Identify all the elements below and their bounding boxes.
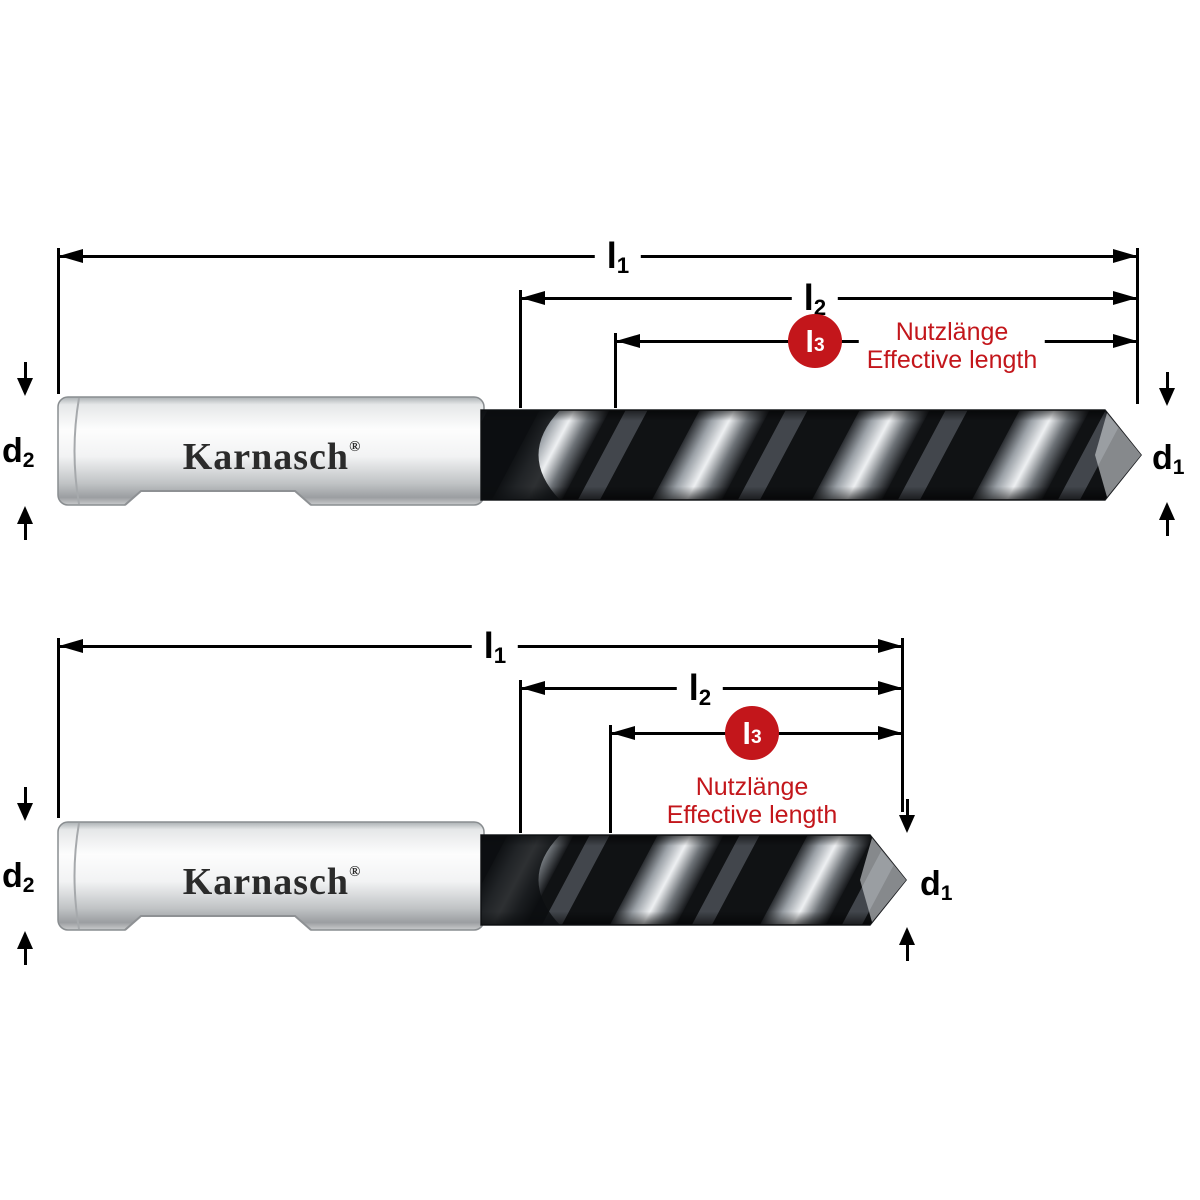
arrowhead-right <box>1113 291 1137 305</box>
registered-mark: ® <box>349 864 362 880</box>
arrowhead-left <box>59 249 83 263</box>
effective-length-caption: Nutzlänge Effective length <box>658 771 846 831</box>
label-l1: l1 <box>471 628 519 667</box>
d2-arrow-up <box>17 506 33 540</box>
arrowhead-right <box>878 726 902 740</box>
clamping-notch <box>125 491 311 506</box>
label-l2: l2 <box>791 280 839 319</box>
flute-shading <box>481 410 1141 500</box>
extension-line <box>57 638 60 818</box>
arrowhead-right <box>1113 249 1137 263</box>
arrowhead-right <box>1113 334 1137 348</box>
clamping-notch-edge <box>124 915 312 931</box>
effective-length-text: Effective length <box>866 346 1038 374</box>
flute-runout <box>481 410 560 500</box>
label-d1: d1 <box>1152 439 1185 479</box>
label-d1: d1 <box>920 865 953 905</box>
extension-line <box>609 725 612 833</box>
extension-line <box>901 638 904 812</box>
label-l1: l1 <box>594 238 642 277</box>
extension-line <box>614 333 617 408</box>
nutzlaenge-text: Nutzlänge <box>695 773 809 801</box>
label-l2: l2 <box>676 670 724 709</box>
shank-end-line <box>73 822 80 930</box>
arrowhead-left <box>59 639 83 653</box>
d2-arrow-down <box>17 362 33 396</box>
d2-arrow-up <box>17 931 33 965</box>
drill-illustration-bottom <box>57 821 907 931</box>
d2-arrow-down <box>17 787 33 821</box>
clamping-notch <box>125 916 311 931</box>
drill-point <box>1095 413 1141 497</box>
drill-illustration-top <box>57 396 1142 506</box>
arrowhead-right <box>878 639 902 653</box>
nutzlaenge-text: Nutzlänge <box>895 318 1009 346</box>
registered-mark: ® <box>349 439 362 455</box>
arrowhead-left <box>611 726 635 740</box>
extension-line <box>519 680 522 833</box>
extension-line <box>57 248 60 394</box>
d1-arrow-down <box>1159 372 1175 406</box>
d1-arrow-up <box>1159 502 1175 536</box>
label-d2: d2 <box>2 857 35 897</box>
flute-runout <box>481 835 560 925</box>
brand-logo: Karnasch® <box>182 436 362 478</box>
clamping-notch-edge <box>124 490 312 506</box>
arrowhead-left <box>521 681 545 695</box>
extension-line <box>519 290 522 408</box>
brand-logo: Karnasch® <box>182 861 362 903</box>
arrowhead-left <box>521 291 545 305</box>
effective-length-caption: Nutzlänge Effective length <box>858 316 1046 376</box>
d1-arrow-up <box>899 927 915 961</box>
d1-arrow-down <box>899 799 915 833</box>
label-d2: d2 <box>2 432 35 472</box>
effective-length-text: Effective length <box>666 801 838 829</box>
drill-point <box>860 838 906 922</box>
arrowhead-right <box>878 681 902 695</box>
arrowhead-left <box>616 334 640 348</box>
flute-shading <box>481 835 906 925</box>
extension-line <box>1136 248 1139 404</box>
shank-end-line <box>73 397 80 505</box>
